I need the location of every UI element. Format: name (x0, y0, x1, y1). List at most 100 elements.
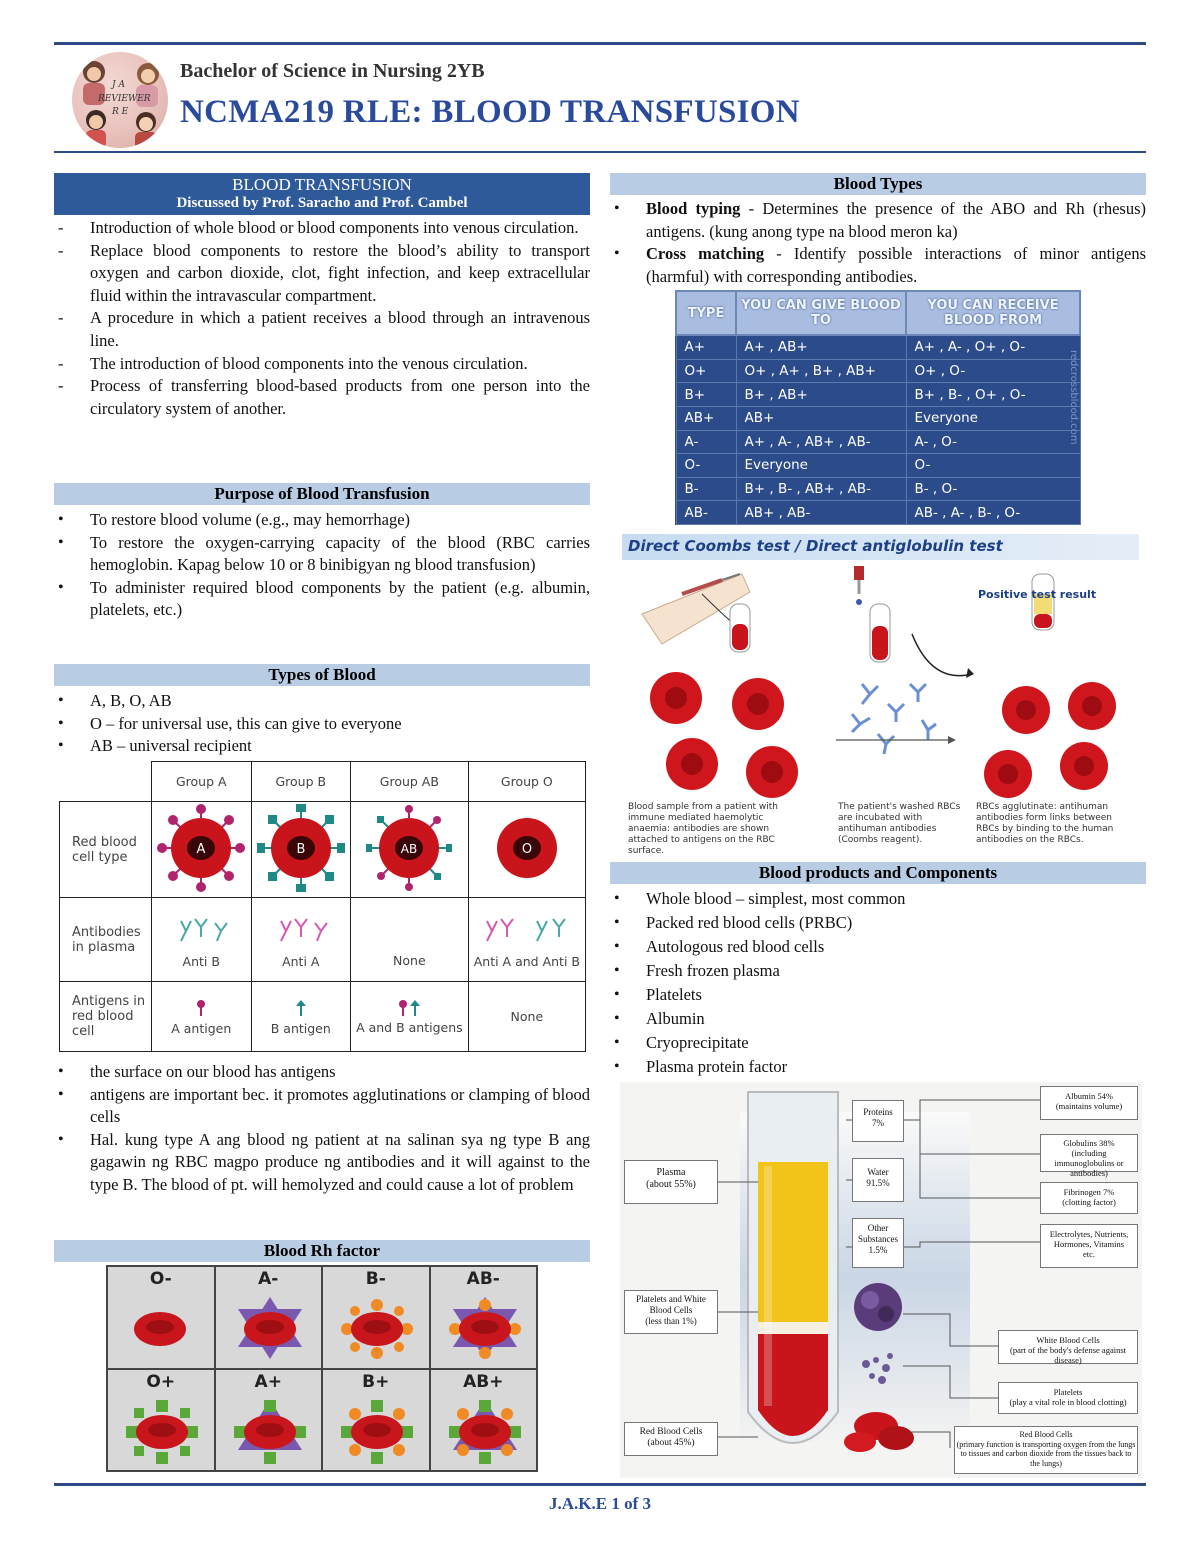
proteins-sub: 7% (872, 1118, 884, 1128)
table-cell: AB- , A- , B- , O- (905, 500, 1081, 525)
list-item: AB – universal recipient (54, 735, 590, 758)
antibody-label: Anti B (182, 953, 220, 969)
table-cell: AB+ (735, 405, 907, 431)
table-cell: O+ (675, 358, 737, 384)
rh-cell: B- (322, 1266, 430, 1369)
list-item: Introduction of whole blood or blood com… (54, 217, 590, 240)
globulins-box: Globulins 38% (including immunoglobulins… (1040, 1134, 1138, 1178)
water-title: Water (867, 1167, 889, 1177)
rh-cell: A- (214, 1266, 322, 1369)
list-item: Cryoprecipitate (610, 1031, 1146, 1055)
antibody-label: Anti A and Anti B (473, 953, 580, 969)
antibody-cell: Anti A and Anti B (467, 897, 587, 982)
antibody-cell: Anti B (151, 897, 252, 982)
table-cell: B- (675, 476, 737, 502)
antigen-cell: None (467, 981, 587, 1052)
list-item: To restore blood volume (e.g., may hemor… (54, 509, 590, 532)
intro-subheading: Discussed by Prof. Saracho and Prof. Cam… (176, 195, 468, 211)
antigen-label: B antigen (270, 1020, 331, 1036)
antibody-cell: None (350, 897, 469, 982)
plasma-box: Plasma (about 55%) (624, 1160, 718, 1204)
list-item: Platelets (610, 983, 1146, 1007)
electrolytes-box: Electrolytes, Nutrients, Hormones, Vitam… (1040, 1224, 1138, 1268)
table-row: A+A+ , AB+A+ , A- , O+ , O- (675, 334, 1081, 360)
list-item: The introduction of blood components int… (54, 353, 590, 376)
blood-composition-figure: Plasma (about 55%) Platelets and White B… (620, 1082, 1142, 1478)
table-cell: A- , O- (905, 429, 1081, 455)
list-item: A, B, O, AB (54, 690, 590, 713)
rh-cell: AB+ (429, 1368, 537, 1471)
wbc-title: White Blood Cells (1036, 1335, 1100, 1345)
rbc-cell-ab: AB (350, 801, 469, 898)
list-item: antigens are important bec. it promotes … (54, 1084, 590, 1129)
rbc-sub: (about 45%) (647, 1438, 695, 1448)
list-item: Blood typing - Determines the presence o… (610, 198, 1146, 243)
table-row: O+O+ , A+ , B+ , AB+O+ , O- (675, 358, 1081, 384)
list-item: Replace blood components to restore the … (54, 240, 590, 308)
products-list: Whole blood – simplest, most common Pack… (610, 887, 1146, 1079)
albumin-title: Albumin 54% (1065, 1091, 1113, 1101)
rh-cell: B+ (322, 1368, 430, 1471)
table-cell: AB+ (675, 405, 737, 431)
rbc-ab-letter: AB (401, 842, 417, 856)
rbc-cell-a: A (151, 801, 252, 898)
definition-cross-matching: - Identify possible interactions of mino… (646, 244, 1146, 286)
table-cell: O- (905, 453, 1081, 478)
rh-label: A- (258, 1269, 279, 1289)
antigen-cell: A antigen (151, 981, 252, 1052)
definition-blood-typing: - Determines the presence of the ABO and… (646, 199, 1146, 241)
group-header: Group AB (350, 761, 469, 802)
compatibility-table-figure: TYPE YOU CAN GIVE BLOOD TO YOU CAN RECEI… (675, 290, 1081, 525)
antibody-pink-icon (279, 917, 328, 941)
other-substances-box: Other Substances 1.5% (852, 1218, 904, 1268)
table-cell: B+ , B- , O+ , O- (905, 382, 1081, 407)
list-item: Albumin (610, 1007, 1146, 1031)
table-cell: A- (675, 429, 737, 455)
purpose-list-block: To restore blood volume (e.g., may hemor… (54, 509, 590, 622)
antigen-label: A antigen (171, 1020, 232, 1036)
list-item: Hal. kung type A ang blood ng patient at… (54, 1129, 590, 1197)
rh-heading: Blood Rh factor (54, 1240, 590, 1262)
water-box: Water 91.5% (852, 1158, 904, 1202)
table-cell: B+ (675, 382, 737, 407)
rbc-b-rh-icon (341, 1399, 413, 1464)
table-cell: O+ , A+ , B+ , AB+ (735, 358, 907, 384)
row-label: Antibodies in plasma (59, 897, 152, 982)
rbc-a-antigen-icon (237, 1297, 302, 1359)
course-subtitle: Bachelor of Science in Nursing 2YB (180, 60, 485, 82)
rbc-b-antigen-icon (341, 1299, 413, 1359)
rh-cell: AB- (429, 1266, 537, 1369)
platelets-sub: (play a vital role in blood clotting) (1009, 1397, 1127, 1407)
rbc-cell-b: B (250, 801, 352, 898)
term-cross-matching: Cross matching (646, 244, 765, 264)
purpose-list: To restore blood volume (e.g., may hemor… (54, 509, 590, 622)
table-cell: B+ , AB+ (735, 382, 907, 407)
rbc-o-letter: O (522, 842, 532, 857)
bottom-rule (54, 1483, 1146, 1486)
abo-groups-table: Group A Group B Group AB Group O Red blo… (59, 761, 587, 1052)
globulins-title: Globulins 38% (1063, 1138, 1115, 1148)
wbc-box: White Blood Cells (part of the body's de… (998, 1330, 1138, 1365)
page-footer: J.A.K.E 1 of 3 (549, 1494, 651, 1513)
antigen-ab-icon (399, 1000, 421, 1016)
products-heading: Blood products and Components (610, 862, 1146, 884)
logo-text-2: REVIEWER (98, 94, 151, 104)
rbc-box: Red Blood Cells (about 45%) (624, 1422, 718, 1456)
rbc-a-letter: A (197, 842, 206, 857)
blood-types-list: Blood typing - Determines the presence o… (610, 198, 1146, 288)
albumin-sub: (maintains volume) (1055, 1101, 1123, 1111)
term-blood-typing: Blood typing (646, 199, 741, 218)
rh-factor-figure: O- A- B- AB- O+ A+ B+ AB+ (106, 1265, 538, 1472)
compat-header: TYPE (675, 290, 737, 336)
table-cell: O+ , O- (905, 358, 1081, 384)
antigen-a-icon (197, 999, 206, 1016)
rbc-cell-o: O (467, 801, 587, 898)
coombs-title: Direct Coombs test / Direct antiglobulin… (622, 534, 1139, 560)
antigen-notes-list: the surface on our blood has antigens an… (54, 1061, 590, 1197)
compatibility-table-body: A+A+ , AB+A+ , A- , O+ , O-O+O+ , A+ , B… (675, 334, 1081, 525)
table-cell: B- , O- (905, 476, 1081, 502)
rh-label: A+ (254, 1371, 282, 1392)
rh-label: B- (365, 1269, 386, 1289)
rbc-o-icon: O (496, 818, 557, 878)
group-header: Group O (467, 761, 587, 802)
